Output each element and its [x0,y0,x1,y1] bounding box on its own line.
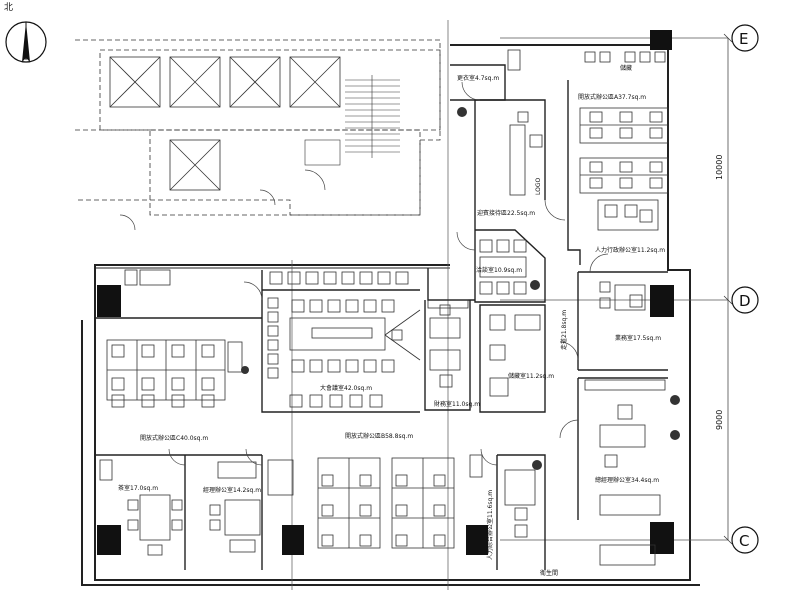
finance-furniture [427,299,469,388]
label-reception: 迎賓接待區22.5sq.m [477,209,535,217]
axis-marker-d: D [731,286,759,314]
north-label: 北 [4,2,13,13]
label-conference: 大會議室42.0sq.m [320,384,372,392]
label-corridor: 走道21.8sq.m [560,310,568,350]
svg-text:D: D [739,292,751,310]
svg-text:C: C [739,532,749,550]
label-toilet: 衛生間 [540,569,558,577]
axis-marker-c: C [731,526,759,554]
gm-furniture [584,379,666,566]
reception-counter [509,111,543,196]
svg-text:E: E [739,30,748,48]
door-swings [119,81,609,466]
label-manager: 經理辦公室14.2sq.m [203,486,261,494]
label-changing: 更衣室4.7sq.m [457,74,499,82]
stairs [304,75,400,166]
elevator-shafts [109,56,341,191]
label-negotiation: 洽談室10.9sq.m [476,266,522,274]
tea-room-furniture [99,459,183,556]
label-open-office-b: 開放式辦公區B58.8sq.m [345,432,413,440]
pantry-furniture [489,314,541,397]
hr-general-furniture [504,469,536,538]
label-pantry: 儲藏室11.2sq.m [508,372,554,380]
axis-marker-e: E [731,24,759,52]
manager-furniture [209,461,261,553]
north-arrow: 北 [4,2,47,63]
negotiation-seats [479,239,527,295]
desks-open-office-c [106,269,243,408]
dimension-lower: 9000 [715,410,724,430]
label-business: 業務室17.5sq.m [615,334,661,342]
core-area [75,39,441,216]
outer-walls [81,44,700,586]
interior-walls [95,64,668,570]
label-logo: LOGO [535,177,542,195]
conference-furniture [267,271,421,408]
label-open-office-c: 開放式辦公區C40.0sq.m [140,434,208,442]
label-gm: 總經理辦公室34.4sq.m [595,476,659,484]
desks-open-office-b [267,454,483,549]
label-hr-general: 人力綜合辦公室11.6sq.m [486,490,494,560]
label-finance: 財務室11.0sq.m [434,400,480,408]
label-tea: 茶室17.0sq.m [118,484,158,492]
label-storage-small: 儲藏 [620,64,632,72]
structural-columns [97,30,674,555]
dimension-upper: 10000 [715,155,724,180]
dimension-lines [723,33,733,545]
hr-admin-furniture [597,199,659,231]
business-furniture [599,281,646,311]
label-hr-admin: 人力行政辦公室11.2sq.m [595,246,665,254]
label-open-office-a: 開放式辦公區A37.7sq.m [578,93,646,101]
desks-open-office-a [507,49,669,194]
plants [241,107,680,470]
